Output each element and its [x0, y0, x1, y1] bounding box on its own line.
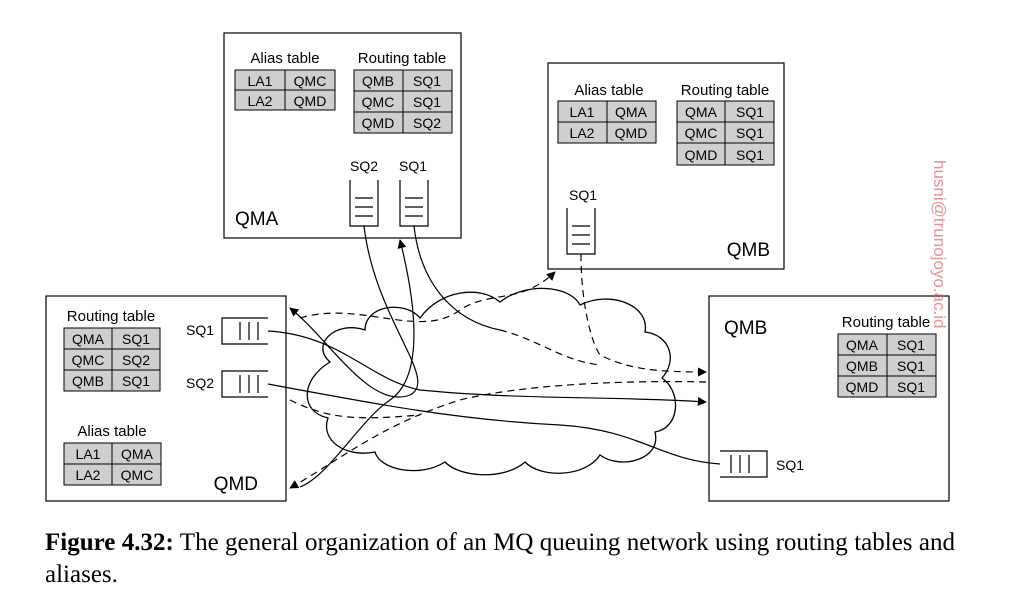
- network-cloud: [306, 287, 677, 476]
- qmb-right-queue-label-sq1: SQ1: [776, 457, 804, 473]
- link-qmd-sq2-to-qma: [299, 239, 415, 488]
- qmd-name: QMD: [214, 474, 258, 495]
- qma-queue-label-sq2: SQ2: [350, 158, 378, 174]
- qmd-routing-table-title: Routing table: [67, 308, 155, 325]
- qmb-top-routing-cell: QMD: [685, 147, 718, 163]
- qmb-top-routing-table: QMA SQ1 QMC SQ1 QMD SQ1: [676, 100, 775, 166]
- qma-queue-label-sq1: SQ1: [399, 158, 427, 174]
- qma-queue-manager: Alias table LA1 QMC LA2 QMD Routing tabl…: [223, 32, 462, 239]
- qma-routing-cell: QMD: [362, 115, 395, 131]
- qmb-right-name: QMB: [724, 318, 767, 339]
- qma-routing-cell: QMB: [362, 73, 394, 89]
- qmb-right-queue-manager: QMB Routing table QMA SQ1 QMB SQ1 QMD SQ…: [708, 295, 950, 502]
- qmb-right-routing-cell: SQ1: [897, 358, 925, 374]
- link-qmb-right-sq1-to-qmd: [267, 383, 721, 465]
- qmb-top-routing-cell: QMA: [685, 104, 718, 120]
- qma-alias-table: LA1 QMC LA2 QMD: [234, 69, 336, 111]
- qmd-queue-label-sq2: SQ2: [186, 375, 214, 391]
- qmb-top-routing-cell: QMC: [685, 125, 718, 141]
- qmb-top-routing-cell: SQ1: [736, 125, 764, 141]
- link-qma-to-qmb-top-dashed: [299, 271, 556, 323]
- qmb-top-routing-cell: SQ1: [736, 147, 764, 163]
- qmd-routing-table: QMA SQ1 QMC SQ2 QMB SQ1: [63, 327, 161, 392]
- qma-box: [223, 32, 462, 239]
- qma-alias-cell: QMD: [294, 93, 327, 109]
- qmb-top-routing-table-title: Routing table: [681, 82, 769, 99]
- qmd-routing-cell: QMC: [72, 352, 105, 368]
- qmb-right-routing-table-title: Routing table: [842, 314, 930, 331]
- qmb-right-routing-cell: SQ1: [897, 379, 925, 395]
- qmd-routing-cell: QMB: [72, 373, 104, 389]
- qmb-top-queue-label-sq1: SQ1: [569, 187, 597, 203]
- qma-alias-cell: LA2: [248, 93, 273, 109]
- qma-routing-cell: QMC: [362, 94, 395, 110]
- qmb-top-alias-cell: QMA: [615, 104, 648, 120]
- watermark-text: husni@trunojoyo.ac.id: [930, 160, 949, 328]
- qmd-queue-sq1: [221, 317, 268, 345]
- qmb-top-alias-cell: QMD: [615, 125, 648, 141]
- qmd-queue-sq2: [221, 370, 268, 398]
- qmb-right-routing-cell: QMD: [846, 379, 879, 395]
- qmb-right-queue-sq1: [720, 450, 768, 478]
- qmd-alias-cell: QMA: [121, 446, 154, 462]
- link-qmd-to-qmb-right-dashed: [289, 399, 421, 419]
- qma-routing-cell: SQ1: [413, 73, 441, 89]
- qmb-top-routing-cell: SQ1: [736, 104, 764, 120]
- qma-name: QMA: [235, 209, 279, 230]
- qmd-alias-table: LA1 QMA LA2 QMC: [63, 442, 162, 486]
- qma-alias-cell: QMC: [294, 73, 327, 89]
- qmb-right-routing-table: QMA SQ1 QMB SQ1 QMD SQ1: [837, 333, 937, 398]
- qma-routing-table-title: Routing table: [358, 50, 446, 67]
- qmd-routing-cell: SQ1: [122, 373, 150, 389]
- qmd-routing-cell: SQ2: [122, 352, 150, 368]
- qmd-alias-cell: LA2: [76, 467, 101, 483]
- qma-alias-cell: LA1: [248, 73, 273, 89]
- link-qmd-sq1-to-qmb-right: [267, 330, 707, 406]
- qma-routing-table: QMB SQ1 QMC SQ1 QMD SQ2: [353, 69, 453, 134]
- qmb-top-alias-table-title: Alias table: [574, 82, 643, 99]
- figure-caption: Figure 4.32: The general organization of…: [45, 527, 955, 591]
- caption-text: The general organization of an MQ queuin…: [45, 529, 956, 588]
- qmd-alias-cell: LA1: [76, 446, 101, 462]
- qmb-top-name: QMB: [727, 240, 770, 261]
- caption-label: Figure 4.32:: [45, 529, 174, 556]
- qmd-alias-cell: QMC: [121, 467, 154, 483]
- qmd-queue-manager: Routing table QMA SQ1 QMC SQ2 QMB SQ1 Al…: [45, 295, 287, 502]
- qmb-right-routing-cell: QMA: [846, 337, 879, 353]
- qmb-top-queue-manager: Alias table LA1 QMA LA2 QMD Routing tabl…: [547, 62, 785, 270]
- qmd-queue-label-sq1: SQ1: [186, 322, 214, 338]
- qmb-top-alias-cell: LA1: [570, 104, 595, 120]
- qmd-alias-table-title: Alias table: [77, 423, 146, 440]
- link-qma-sq2-to-qmd: [289, 225, 419, 398]
- qmd-routing-cell: QMA: [72, 331, 105, 347]
- link-qmb-top-to-qmb-right-dashed: [580, 253, 707, 377]
- qma-routing-cell: SQ1: [413, 94, 441, 110]
- link-qma-sq1-to-qmb-right: [413, 225, 501, 331]
- qmd-routing-cell: SQ1: [122, 331, 150, 347]
- link-qma-to-qmb-right-dashed: [499, 329, 601, 366]
- qmb-right-routing-cell: QMB: [846, 358, 878, 374]
- qmb-top-alias-cell: LA2: [570, 125, 595, 141]
- qma-routing-cell: SQ2: [413, 115, 441, 131]
- qma-alias-table-title: Alias table: [250, 50, 319, 67]
- qmb-right-routing-cell: SQ1: [897, 337, 925, 353]
- link-qmb-right-to-qmd-dashed: [289, 380, 707, 489]
- qmb-top-alias-table: LA1 QMA LA2 QMD: [557, 100, 657, 144]
